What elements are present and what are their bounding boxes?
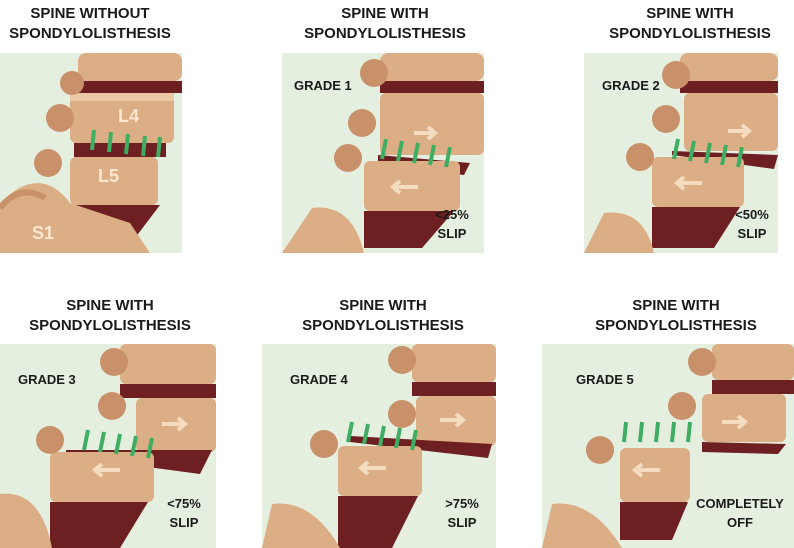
panel-title: SPINE WITH SPONDYLOLISTHESIS [283,296,483,336]
grade-label: GRADE 1 [294,78,352,93]
panel-title: SPINE WITH SPONDYLOLISTHESIS [285,4,485,44]
vertebra-label-l5: L5 [98,166,119,187]
grade-label: GRADE 3 [18,372,76,387]
slip-label: COMPLETELY OFF [694,494,786,532]
grade-label: GRADE 5 [576,372,634,387]
panel-title: SPINE WITH SPONDYLOLISTHESIS [590,4,790,44]
spine-illustration: L4 L5 S1 [0,53,182,253]
spine-illustration: GRADE 4 >75% SLIP [262,344,496,548]
spine-illustration: GRADE 1 <25% SLIP [282,53,484,253]
spine-drawing [0,53,182,253]
spine-illustration: GRADE 5 COMPLETELY OFF [542,344,794,548]
panel-title: SPINE WITH SPONDYLOLISTHESIS [10,296,210,336]
slip-label: >75% SLIP [434,494,490,532]
slip-label: <75% SLIP [156,494,212,532]
slip-label: <25% SLIP [422,205,482,243]
panel-title: SPINE WITH SPONDYLOLISTHESIS [576,296,776,336]
vertebra-label-s1: S1 [32,223,54,244]
panel-title: SPINE WITHOUT SPONDYLOLISTHESIS [0,4,180,44]
spine-illustration: GRADE 2 <50% SLIP [584,53,778,253]
slip-label: <50% SLIP [726,205,778,243]
vertebra-label-l4: L4 [118,106,139,127]
spine-illustration: GRADE 3 <75% SLIP [0,344,216,548]
grade-label: GRADE 4 [290,372,348,387]
grade-label: GRADE 2 [602,78,660,93]
